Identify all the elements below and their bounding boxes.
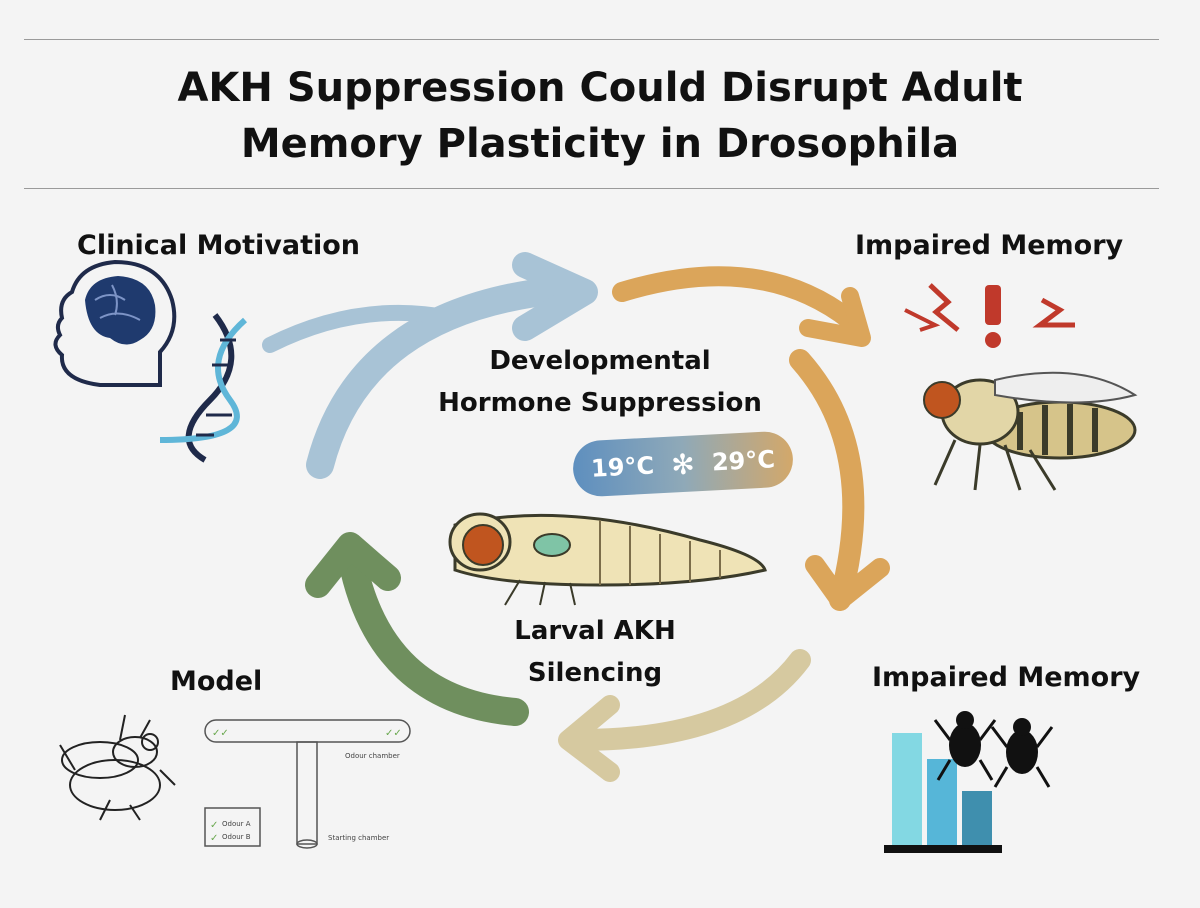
larval-line-2: Silencing — [527, 658, 663, 688]
label-larval-silencing: Larval AKH Silencing — [480, 610, 710, 694]
top-divider — [24, 39, 1159, 40]
odour-chamber-label: Odour chamber — [345, 752, 400, 760]
svg-text:✓✓: ✓✓ — [385, 728, 402, 739]
label-impaired-memory-top: Impaired Memory — [855, 230, 1124, 261]
arrow-green-head — [305, 532, 401, 598]
developmental-line-1: Developmental — [489, 346, 711, 376]
odour-b-label: Odour B — [222, 833, 251, 841]
odour-a-label: Odour A — [222, 820, 251, 828]
arrow-beige — [569, 649, 811, 751]
bar-high — [892, 733, 922, 845]
arrow-orange-top — [612, 266, 860, 330]
page-title: AKH Suppression Could Disrupt Adult Memo… — [0, 60, 1200, 172]
arrow-orange-top-head — [799, 287, 871, 347]
maze-checkmarks: ✓✓ ✓✓ ✓ ✓ — [210, 728, 402, 844]
svg-text:✓✓: ✓✓ — [212, 728, 229, 739]
arrow-beige-head — [558, 695, 620, 782]
title-line-1: AKH Suppression Could Disrupt Adult — [177, 65, 1023, 111]
chart-baseline — [884, 845, 1002, 853]
bar-low — [962, 791, 992, 845]
arrow-blue-main — [306, 276, 574, 479]
starting-chamber-label: Starting chamber — [328, 834, 389, 842]
arrow-green — [338, 546, 529, 726]
arrow-blue-head — [512, 252, 598, 341]
head-brain-icon — [53, 259, 177, 387]
fly-sketch-icon — [59, 714, 176, 821]
larva-icon — [448, 512, 767, 606]
label-developmental-suppression: Developmental Hormone Suppression — [420, 340, 780, 424]
arrow-orange-right-head — [805, 555, 890, 610]
dna-icon — [159, 313, 247, 463]
svg-text:✓: ✓ — [210, 820, 218, 831]
title-divider — [24, 188, 1159, 189]
larval-line-1: Larval AKH — [514, 616, 676, 646]
arrow-orange-right — [789, 349, 865, 611]
label-clinical-motivation: Clinical Motivation — [77, 230, 361, 261]
t-maze-diagram — [204, 719, 411, 849]
title-line-2: Memory Plasticity in Drosophila — [240, 121, 960, 167]
developmental-line-2: Hormone Suppression — [438, 388, 762, 418]
label-impaired-memory-bottom: Impaired Memory — [872, 662, 1141, 693]
label-model: Model — [170, 666, 263, 697]
fly-silhouette-icon-1 — [933, 711, 997, 781]
adult-fly-icon — [923, 371, 1138, 491]
alert-icon — [904, 283, 1075, 348]
arrow-blue-thin — [262, 304, 458, 353]
fly-silhouette-icon-2 — [990, 718, 1054, 788]
svg-text:✓: ✓ — [210, 833, 218, 844]
